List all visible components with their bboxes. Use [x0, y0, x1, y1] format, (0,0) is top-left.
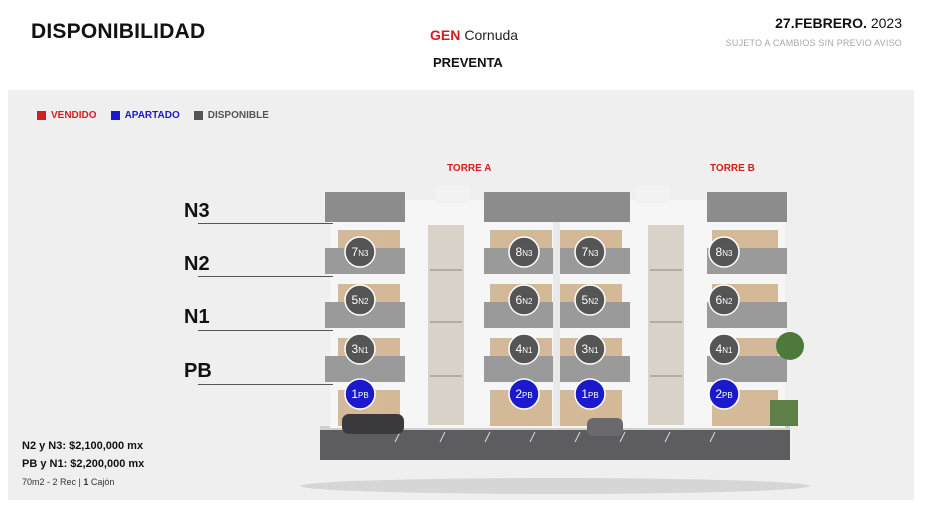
page-title: DISPONIBILIDAD	[31, 20, 206, 43]
unit-circle[interactable]	[574, 333, 606, 365]
unit-circle[interactable]	[708, 333, 740, 365]
price-line-lower: PB y N1: $2,200,000 mx	[22, 458, 145, 470]
unit-marker-4-n1[interactable]: 4N1	[508, 333, 540, 365]
unit-marker-1-pb[interactable]: 1PB	[344, 378, 376, 410]
legend-label: APARTADO	[124, 110, 180, 121]
unit-marker-5-n2[interactable]: 5N2	[344, 284, 376, 316]
unit-circle[interactable]	[344, 236, 376, 268]
brand-prefix: GEN	[430, 27, 461, 43]
disponible-swatch	[193, 111, 203, 120]
parking-count: 1	[83, 477, 89, 487]
unit-label: 7N3	[582, 245, 599, 259]
unit-marker-2-pb[interactable]: 2PB	[708, 378, 740, 410]
unit-label: 6N2	[716, 293, 733, 307]
unit-label: 8N3	[716, 245, 733, 259]
price-line-upper: N2 y N3: $2,100,000 mx	[22, 440, 144, 452]
level-line-n3	[198, 223, 333, 224]
unit-label: 2PB	[515, 387, 532, 401]
unit-label: 4N1	[716, 342, 733, 356]
unit-circle[interactable]	[574, 378, 606, 410]
unit-circle[interactable]	[344, 378, 376, 410]
unit-circle[interactable]	[508, 236, 540, 268]
level-label-pb: PB	[184, 360, 212, 382]
price-info: N2 y N3: $2,100,000 mx PB y N1: $2,200,0…	[22, 437, 144, 491]
unit-marker-8-n3[interactable]: 8N3	[708, 236, 740, 268]
unit-marker-3-n1[interactable]: 3N1	[574, 333, 606, 365]
unit-label: 4N1	[516, 342, 533, 356]
unit-marker-7-n3[interactable]: 7N3	[574, 236, 606, 268]
unit-circle[interactable]	[708, 378, 740, 410]
unit-circle[interactable]	[574, 284, 606, 316]
unit-label: 2PB	[715, 387, 732, 401]
date-year: 2023	[870, 15, 902, 31]
update-date: 27.FEBRERO. 2023	[775, 15, 902, 31]
specs-parking: Cajón	[88, 477, 115, 487]
unit-label: 1PB	[351, 387, 368, 401]
unit-label: 6N2	[516, 293, 533, 307]
unit-specs: 70m2 - 2 Rec | 1 Cajón	[22, 473, 144, 491]
date-day-month: 27.FEBRERO.	[775, 15, 867, 31]
unit-marker-8-n3[interactable]: 8N3	[508, 236, 540, 268]
unit-circle[interactable]	[508, 333, 540, 365]
vendido-swatch	[37, 111, 46, 120]
unit-marker-3-n1[interactable]: 3N1	[344, 333, 376, 365]
unit-label: 3N1	[352, 342, 369, 356]
unit-marker-6-n2[interactable]: 6N2	[708, 284, 740, 316]
legend-label: DISPONIBLE	[207, 110, 269, 121]
specs-text: 70m2 - 2 Rec |	[22, 477, 84, 487]
unit-label: 7N3	[352, 245, 369, 259]
level-line-n2	[198, 276, 333, 277]
unit-circle[interactable]	[344, 333, 376, 365]
unit-marker-6-n2[interactable]: 6N2	[508, 284, 540, 316]
disclaimer-notice: SUJETO A CAMBIOS SIN PREVIO AVISO	[725, 38, 902, 48]
legend-item-disponible: DISPONIBLE	[193, 110, 269, 121]
level-label-n2: N2	[184, 253, 210, 275]
unit-marker-7-n3[interactable]: 7N3	[344, 236, 376, 268]
unit-label: 1PB	[581, 387, 598, 401]
tower-b-label: TORRE B	[710, 163, 755, 174]
brand-name: Cornuda	[464, 27, 519, 43]
level-line-n1	[198, 330, 333, 331]
tower-a-label: TORRE A	[447, 163, 492, 174]
unit-circle[interactable]	[574, 236, 606, 268]
legend-item-apartado: APARTADO	[110, 110, 180, 121]
unit-circle[interactable]	[708, 284, 740, 316]
unit-label: 3N1	[582, 342, 599, 356]
unit-circle[interactable]	[708, 236, 740, 268]
apartado-swatch	[110, 111, 120, 120]
unit-circle[interactable]	[508, 284, 540, 316]
unit-circle[interactable]	[508, 378, 540, 410]
unit-label: 8N3	[516, 245, 533, 259]
unit-marker-2-pb[interactable]: 2PB	[508, 378, 540, 410]
unit-label: 5N2	[352, 293, 369, 307]
status-legend: VENDIDO APARTADO DISPONIBLE	[37, 110, 269, 121]
legend-item-vendido: VENDIDO	[37, 110, 97, 121]
level-label-n1: N1	[184, 306, 210, 328]
unit-circle[interactable]	[344, 284, 376, 316]
legend-label: VENDIDO	[51, 110, 97, 121]
unit-marker-5-n2[interactable]: 5N2	[574, 284, 606, 316]
sales-stage: PREVENTA	[433, 55, 503, 70]
unit-marker-4-n1[interactable]: 4N1	[708, 333, 740, 365]
level-label-n3: N3	[184, 200, 210, 222]
level-line-pb	[198, 384, 333, 385]
unit-marker-1-pb[interactable]: 1PB	[574, 378, 606, 410]
unit-label: 5N2	[582, 293, 599, 307]
